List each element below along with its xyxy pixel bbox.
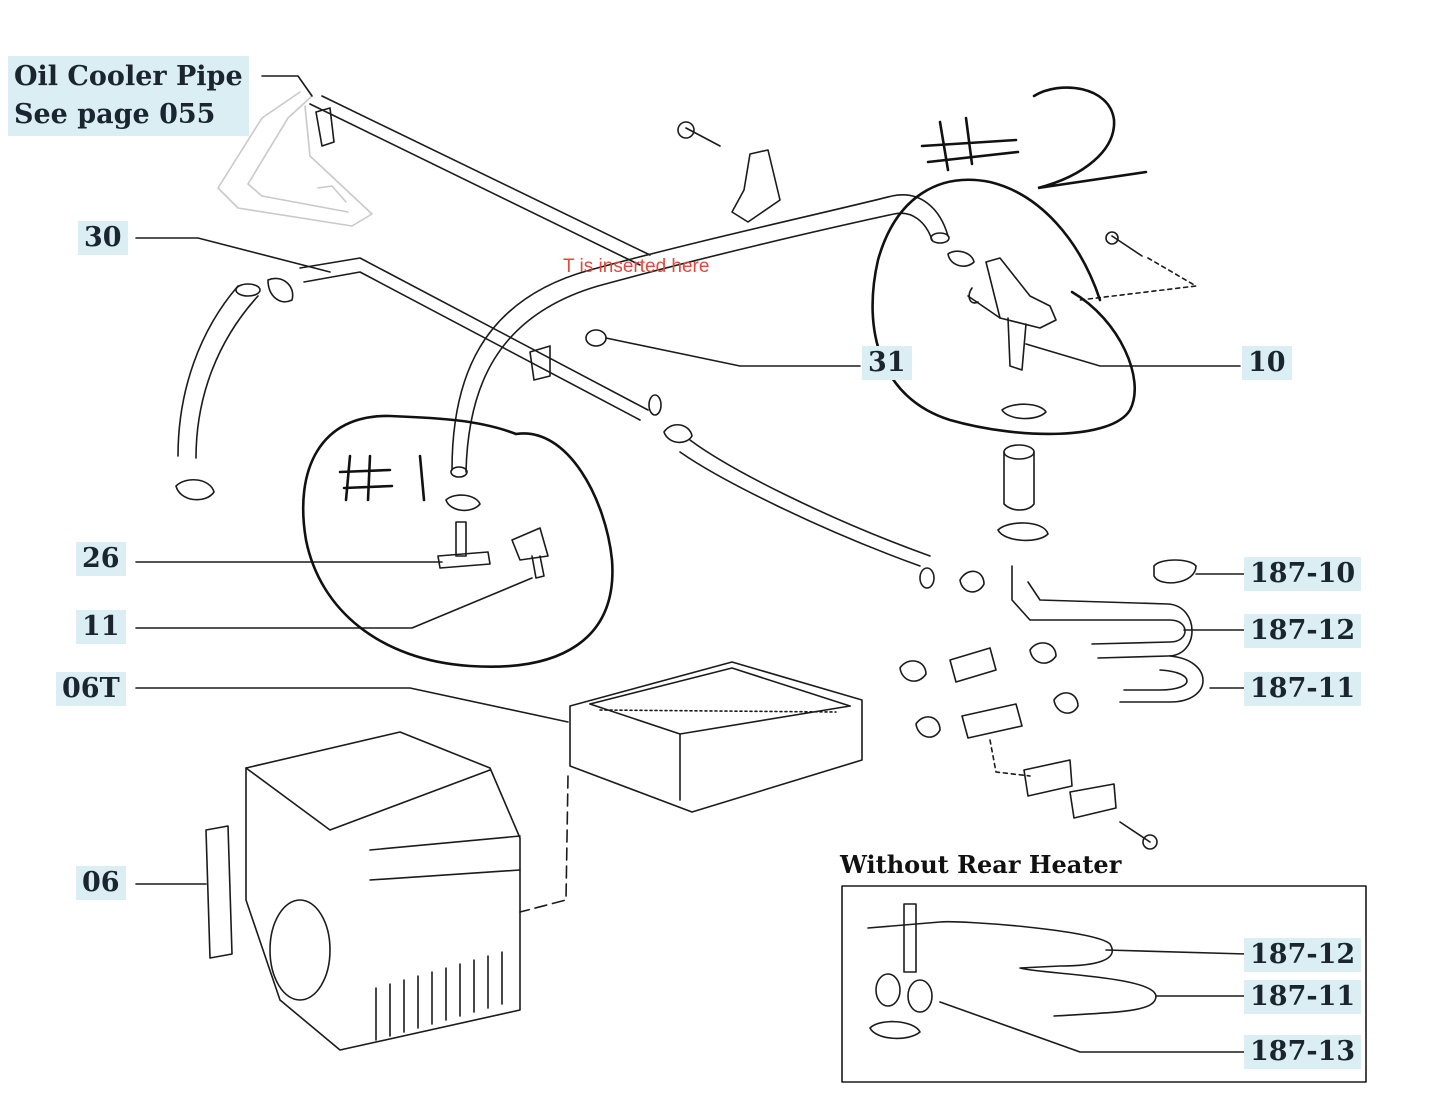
sleeve	[997, 444, 1049, 542]
handwritten-circle-1	[301, 414, 614, 668]
heater-box-06	[135, 731, 521, 1051]
callout-10: 10	[1242, 346, 1292, 380]
oil-cooler-line-1: Oil Cooler Pipe	[14, 61, 243, 92]
clamps-right	[899, 570, 1158, 850]
left-hose	[175, 277, 294, 501]
fittings-26-11	[135, 494, 549, 629]
pipes-187	[1011, 559, 1247, 703]
callout-187-11-alt: 187-11	[1244, 980, 1362, 1014]
plug-31	[585, 329, 861, 367]
callout-187-12-alt: 187-12	[1244, 938, 1362, 972]
callout-187-10: 187-10	[1244, 557, 1362, 591]
callout-31: 31	[862, 346, 912, 380]
heater-core-06T	[135, 661, 863, 913]
oil-cooler-line-2: See page 055	[14, 99, 216, 130]
oil-cooler-pipe	[217, 91, 373, 227]
without-rear-heater-box	[841, 885, 1367, 1083]
callout-187-13: 187-13	[1244, 1035, 1362, 1069]
without-rear-heater-title: Without Rear Heater	[840, 850, 1122, 879]
valve-10	[947, 231, 1241, 420]
handwritten-circle-2	[871, 86, 1148, 436]
pipe-30	[299, 95, 662, 421]
oil-cooler-pipe-label: Oil Cooler Pipe See page 055	[8, 56, 249, 136]
callout-187-12: 187-12	[1244, 614, 1362, 648]
leader-lines	[135, 75, 331, 273]
callout-187-11: 187-11	[1244, 672, 1362, 706]
top-bracket	[677, 121, 781, 223]
insertion-note: T is inserted here	[563, 256, 710, 277]
callout-11: 11	[76, 610, 126, 644]
lower-hose	[663, 424, 935, 589]
callout-06: 06	[76, 866, 126, 900]
callout-30: 30	[78, 221, 128, 255]
callout-26: 26	[76, 542, 126, 576]
callout-06T: 06T	[56, 672, 126, 706]
